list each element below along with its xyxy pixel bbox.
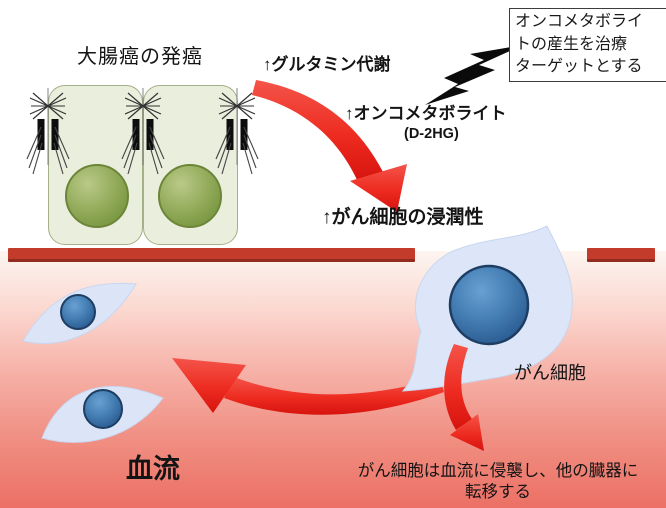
epithelial-nucleus-2: [158, 164, 222, 228]
treatment-target-line: トの産生を治療: [515, 35, 628, 53]
treatment-target-line: オンコメタボライ: [515, 13, 644, 30]
metastasis-note: がん細胞は血流に侵襲し、他の臓器に 転移する: [330, 461, 666, 504]
cell-junction-icon: [121, 87, 165, 175]
glutamine-metabolism-label: ↑グルタミン代謝: [263, 55, 391, 74]
cancer-cell-large: [401, 225, 573, 392]
cancer-cell-small-lower: [41, 386, 164, 443]
metastasis-note-line2: 転移する: [465, 483, 531, 502]
cancer-nucleus-small: [83, 389, 123, 429]
d2hg-label: (D-2HG): [404, 126, 459, 142]
cancer-cell-label: がん細胞: [514, 363, 586, 383]
membrane-bar-right: [587, 248, 655, 262]
lightning-bolt-icon: [425, 45, 523, 105]
cell-junction-icon: [26, 87, 70, 175]
arrow-cell-to-metastasis: [444, 344, 484, 451]
oncometabolite-label: ↑オンコメタボライト: [345, 104, 507, 123]
invasiveness-label: ↑がん細胞の浸潤性: [322, 207, 484, 228]
cancer-cell-small-upper: [22, 282, 137, 344]
epithelial-nucleus-1: [65, 164, 129, 228]
epithelium-label: 大腸癌の発癌: [77, 46, 203, 68]
arrow-metabolism-to-invasion: [252, 80, 407, 212]
metastasis-note-line1: がん細胞は血流に侵襲し、他の臓器に: [357, 462, 639, 480]
blood-flow-label: 血流: [126, 454, 180, 484]
membrane-bar-left: [8, 248, 415, 262]
cancer-nucleus-large: [448, 264, 530, 346]
treatment-target-line: ターゲットとする: [515, 58, 643, 76]
arrow-spread-left: [172, 358, 444, 415]
cell-junction-icon: [215, 87, 259, 175]
cancer-nucleus-small: [60, 294, 96, 330]
treatment-target-box: オンコメタボライ トの産生を治療 ターゲットとする: [509, 8, 666, 83]
